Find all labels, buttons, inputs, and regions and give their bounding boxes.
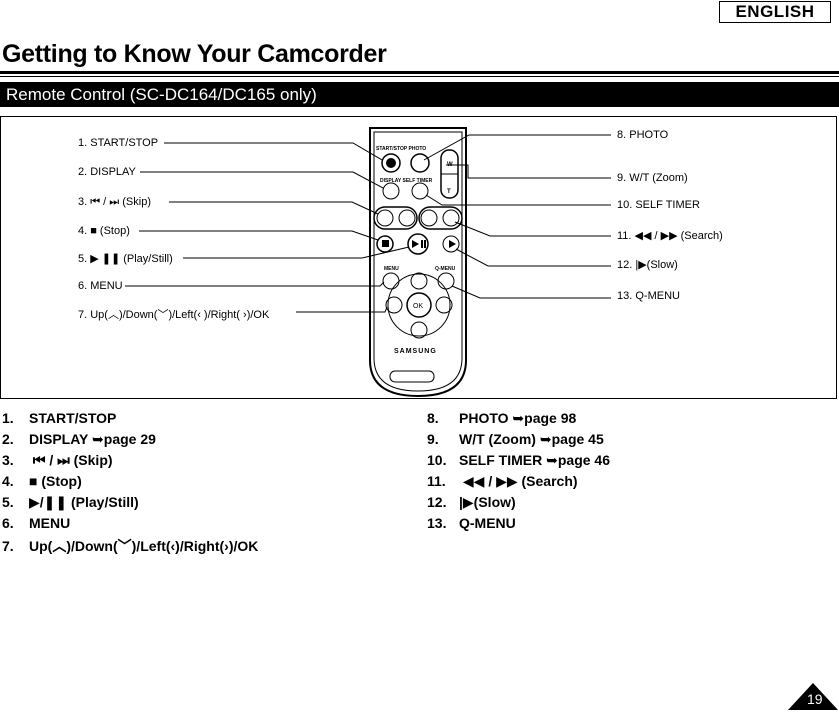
page-number-triangle (788, 683, 838, 710)
desc-item-8: 8.PHOTO ➥page 98 (427, 410, 577, 426)
label-play-still: 5. ▶ ❚❚ (Play/Still) (78, 253, 173, 265)
label-skip: 3. ⏮ / ⏭ (Skip) (78, 196, 151, 208)
remote-diagram-frame (0, 116, 837, 399)
remote-start-stop-photo-text: START/STOP PHOTO (376, 146, 426, 152)
remote-ok-text: OK (413, 303, 423, 310)
desc-item-2: 2.DISPLAY ➥page 29 (2, 431, 156, 447)
label-slow: 12. |▶(Slow) (617, 259, 678, 271)
remote-brand-text: SAMSUNG (394, 348, 437, 355)
label-menu: 6. MENU (78, 280, 123, 292)
desc-item-9: 9.W/T (Zoom) ➥page 45 (427, 431, 604, 447)
desc-item-12: 12.|▶(Slow) (427, 494, 516, 510)
page-number-badge: 19 (788, 683, 838, 710)
remote-display-self-timer-text: DISPLAY SELF TIMER (380, 178, 433, 184)
label-start-stop: 1. START/STOP (78, 137, 159, 149)
desc-item-7: 7.Up(︿)/Down(﹀)/Left(‹)/Right(›)/OK (2, 538, 259, 554)
language-badge: ENGLISH (719, 1, 831, 23)
desc-item-10: 10.SELF TIMER ➥page 46 (427, 452, 610, 468)
desc-item-3: 3. ⏮ / ⏭ (Skip) (2, 452, 113, 468)
title-rule (0, 71, 839, 74)
label-stop: 4. ■ (Stop) (78, 225, 130, 237)
remote-menu-text: MENU (384, 266, 399, 272)
section-title: Remote Control (SC-DC164/DC165 only) (6, 85, 317, 104)
page-number: 19 (807, 691, 823, 707)
desc-item-1: 1.START/STOP (2, 410, 117, 426)
desc-item-4: 4.■ (Stop) (2, 473, 82, 489)
title-rule-thin (0, 76, 839, 77)
desc-item-13: 13.Q-MENU (427, 515, 516, 531)
label-self-timer: 10. SELF TIMER (617, 199, 700, 211)
desc-item-5: 5.▶/❚❚ (Play/Still) (2, 494, 139, 510)
label-display: 2. DISPLAY (78, 166, 136, 178)
desc-item-6: 6.MENU (2, 515, 71, 531)
remote-control-illustration: START/STOP PHOTO DISPLAY SELF TIMER W T … (125, 127, 611, 398)
remote-t-text: T (447, 189, 451, 195)
remote-q-menu-text: Q-MENU (435, 266, 456, 272)
desc-item-11: 11. ◀◀ / ▶▶ (Search) (427, 473, 578, 489)
label-navigation: 7. Up(︿)/Down(﹀)/Left(‹ )/Right( ›)/OK (78, 309, 270, 321)
section-bar: Remote Control (SC-DC164/DC165 only) (0, 82, 839, 107)
label-q-menu: 13. Q-MENU (617, 290, 680, 302)
label-zoom: 9. W/T (Zoom) (617, 172, 688, 184)
label-search: 11. ◀◀ / ▶▶ (Search) (617, 230, 723, 242)
page-title: Getting to Know Your Camcorder (2, 40, 387, 68)
label-photo: 8. PHOTO (617, 129, 669, 141)
remote-w-text: W (447, 162, 453, 168)
